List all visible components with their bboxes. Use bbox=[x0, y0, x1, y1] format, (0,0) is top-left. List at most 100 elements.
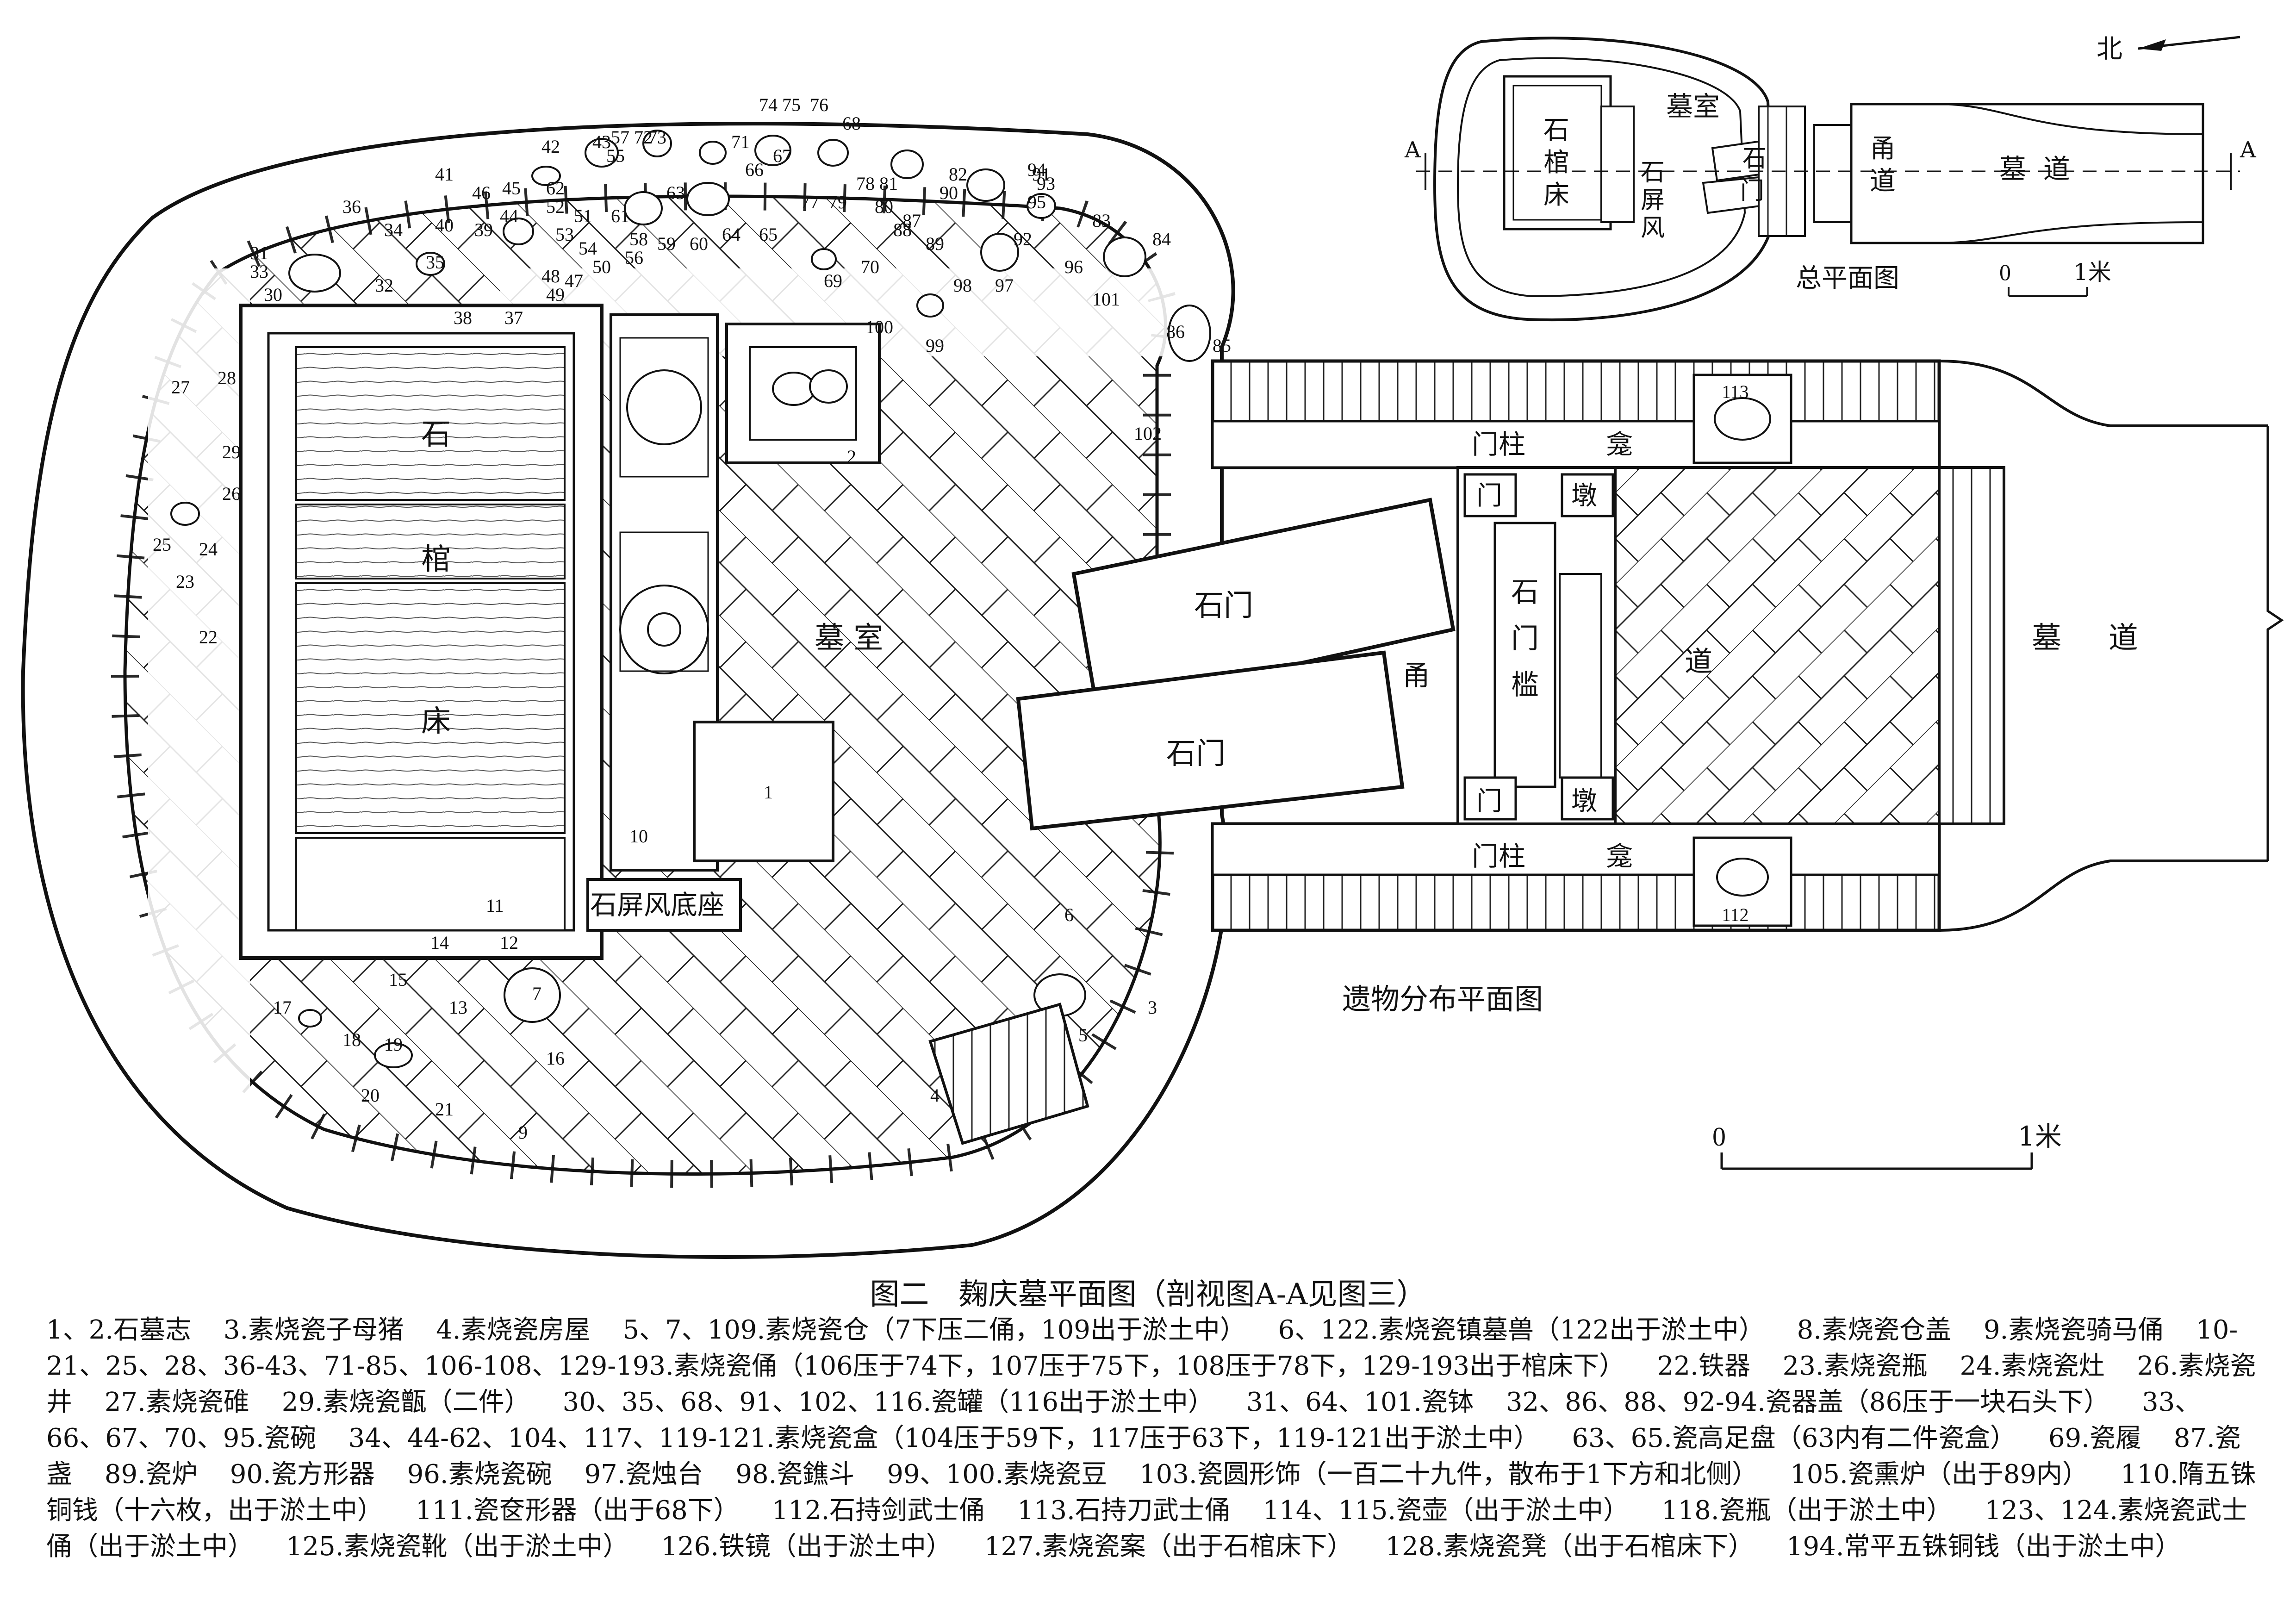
item-number-10: 10 bbox=[629, 826, 648, 847]
item-number-38: 38 bbox=[454, 307, 472, 328]
model-house bbox=[928, 1003, 1089, 1145]
item-number-77: 77 bbox=[801, 192, 819, 212]
item-number-36: 36 bbox=[342, 196, 361, 217]
legend-entry: 105.瓷熏炉（出于89内） bbox=[1790, 1459, 2089, 1489]
screen-base-label: 石屏风底座 bbox=[590, 889, 724, 921]
item-number-31: 31 bbox=[250, 243, 268, 263]
item-number-78: 78 bbox=[856, 173, 875, 194]
item-number-66: 66 bbox=[745, 159, 764, 180]
legend-entry: 6、122.素烧瓷镇墓兽（122出于淤土中） bbox=[1278, 1315, 1765, 1345]
item-number-7: 7 bbox=[532, 983, 541, 1004]
legend-entry: 24.素烧瓷灶 bbox=[1960, 1351, 2105, 1381]
item-number-59: 59 bbox=[657, 233, 676, 254]
scale-zero-label: 0 bbox=[1712, 1121, 1726, 1152]
item-number-102: 102 bbox=[1134, 423, 1162, 444]
overview-plan: 墓室 石 棺 床 石 屏 风 石 门 甬 道 墓 道 总平面图 A A bbox=[1404, 37, 2257, 322]
item-number-70: 70 bbox=[861, 256, 879, 277]
item-number-9: 9 bbox=[518, 1122, 528, 1143]
item-number-62: 62 bbox=[546, 178, 565, 199]
niche-lower-label: 龛 bbox=[1606, 841, 1633, 872]
legend-entry: 4.素烧瓷房屋 bbox=[436, 1315, 591, 1345]
legend-entry: 3.素烧瓷子母猪 bbox=[223, 1315, 404, 1345]
item-number-44: 44 bbox=[500, 206, 518, 226]
section-mark-left: A bbox=[1404, 137, 1421, 163]
item-number-22: 22 bbox=[199, 627, 218, 648]
item-number-56: 56 bbox=[625, 247, 643, 268]
figure-caption: 图二 麹庆墓平面图（剖视图A-A见图三） bbox=[870, 1277, 1426, 1312]
legend-entry: 112.石持剑武士俑 bbox=[772, 1495, 985, 1526]
item-number-27: 27 bbox=[171, 377, 190, 398]
item-number-33: 33 bbox=[250, 261, 268, 282]
item-number-101: 101 bbox=[1092, 289, 1120, 310]
overview-scale-bar: 0 1米 bbox=[1999, 259, 2111, 297]
item-number-65: 65 bbox=[759, 224, 778, 245]
item-number-53: 53 bbox=[555, 224, 574, 245]
corridor-label-1: 甬 bbox=[1402, 660, 1430, 692]
item-number-45: 45 bbox=[502, 178, 521, 199]
coffin-label-3: 床 bbox=[421, 704, 451, 739]
item-number-92: 92 bbox=[1014, 229, 1032, 249]
item-number-21: 21 bbox=[435, 1099, 454, 1120]
item-number-18: 18 bbox=[342, 1029, 361, 1050]
overview-bed-3: 床 bbox=[1543, 180, 1569, 210]
item-number-72: 72 bbox=[634, 127, 653, 148]
item-number-23: 23 bbox=[176, 571, 194, 592]
item-number-4: 4 bbox=[930, 1085, 940, 1106]
stone-doors bbox=[1016, 498, 1456, 831]
corridor-label-2: 道 bbox=[1685, 646, 1712, 678]
overview-scale-one: 1米 bbox=[2073, 259, 2111, 286]
item-number-30: 30 bbox=[264, 284, 282, 305]
item-number-67: 67 bbox=[773, 145, 791, 166]
item-number-89: 89 bbox=[926, 233, 944, 254]
item-number-19: 19 bbox=[384, 1034, 403, 1055]
item-number-5: 5 bbox=[1078, 1025, 1088, 1046]
item-number-64: 64 bbox=[722, 224, 740, 245]
item-number-16: 16 bbox=[546, 1048, 565, 1069]
item-number-2: 2 bbox=[847, 446, 856, 467]
item-number-37: 37 bbox=[504, 307, 523, 328]
door-pier-lower-label-1: 门 bbox=[1476, 786, 1502, 816]
overview-passage: 墓 道 bbox=[1999, 153, 2070, 185]
coffin-label-2: 棺 bbox=[421, 542, 451, 577]
item-number-112: 112 bbox=[1722, 904, 1749, 925]
legend-entry: 114、115.瓷壶（出于淤土中） bbox=[1263, 1495, 1630, 1526]
legend-entry: 111.瓷奁形器（出于68下） bbox=[415, 1495, 740, 1526]
threshold-label-3: 槛 bbox=[1511, 669, 1539, 701]
overview-screen-2: 屏 bbox=[1641, 187, 1665, 214]
legend-entry: 89.瓷炉 bbox=[104, 1459, 198, 1489]
threshold-label-1: 石 bbox=[1511, 576, 1539, 609]
item-number-42: 42 bbox=[541, 136, 560, 157]
overview-screen-1: 石 bbox=[1641, 159, 1665, 187]
overview-room-label: 墓室 bbox=[1666, 91, 1720, 122]
item-number-17: 17 bbox=[273, 997, 292, 1018]
door-post-upper-label: 门柱 bbox=[1472, 429, 1525, 460]
item-number-49: 49 bbox=[546, 284, 565, 305]
legend-entry: 118.瓷瓶（出于淤土中） bbox=[1661, 1495, 1953, 1526]
main-scale-bar: 0 1米 bbox=[1712, 1121, 2062, 1170]
item-number-32: 32 bbox=[375, 275, 393, 296]
item-number-46: 46 bbox=[472, 182, 491, 203]
item-number-15: 15 bbox=[389, 969, 407, 990]
overview-scale-zero: 0 bbox=[1999, 259, 2011, 285]
item-number-48: 48 bbox=[541, 266, 560, 287]
item-number-61: 61 bbox=[611, 206, 629, 226]
legend-entry: 97.瓷烛台 bbox=[584, 1459, 703, 1489]
item-number-58: 58 bbox=[629, 229, 648, 249]
legend-entry: 194.常平五铢铜钱（出于淤土中） bbox=[1786, 1532, 2181, 1562]
item-number-95: 95 bbox=[1027, 192, 1046, 212]
legend-entry: 110.隋五铢铜钱（十六枚，出于淤土中） bbox=[46, 1459, 2256, 1526]
item-number-84: 84 bbox=[1152, 229, 1171, 249]
north-arrow: 北 bbox=[2097, 34, 2240, 64]
north-label: 北 bbox=[2097, 34, 2122, 64]
legend-entry: 128.素烧瓷凳（出于石棺床下） bbox=[1385, 1532, 1754, 1562]
item-number-13: 13 bbox=[449, 997, 467, 1018]
legend-entry: 33、66、67、70、95.瓷碗 bbox=[46, 1387, 2201, 1453]
item-number-82: 82 bbox=[949, 164, 967, 185]
item-number-63: 63 bbox=[666, 182, 685, 203]
corridor bbox=[1211, 359, 2284, 932]
item-number-73: 73 bbox=[648, 127, 666, 148]
item-number-47: 47 bbox=[565, 270, 583, 291]
item-number-69: 69 bbox=[824, 270, 842, 291]
item-number-86: 86 bbox=[1166, 321, 1185, 342]
item-number-35: 35 bbox=[426, 252, 444, 273]
